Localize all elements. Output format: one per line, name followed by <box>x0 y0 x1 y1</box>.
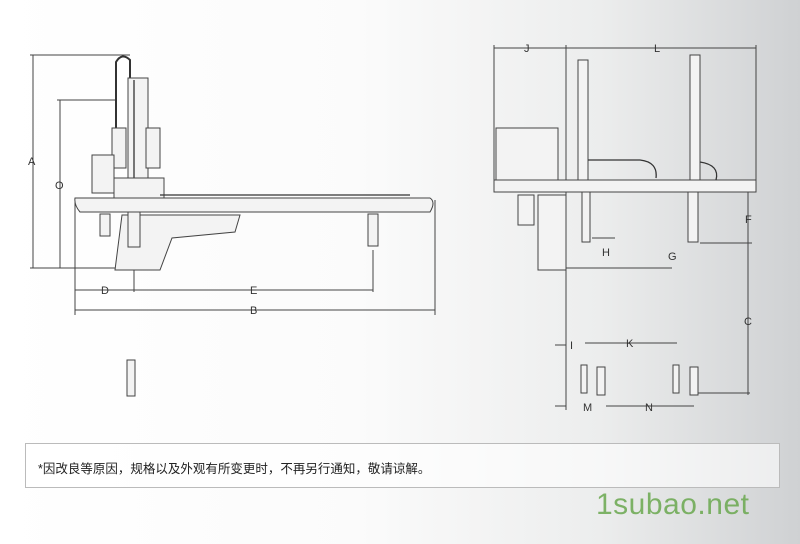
dimension-label-f: F <box>745 214 752 226</box>
dimension-label-o: O <box>55 180 64 192</box>
dimension-label-j: J <box>524 43 530 55</box>
disclaimer-note-text: *因改良等原因，规格以及外观有所变更时，不再另行通知，敬请谅解。 <box>38 462 431 476</box>
watermark: 1subao.net <box>596 488 750 521</box>
dimension-label-e: E <box>250 285 257 297</box>
dimension-label-m: M <box>583 402 592 414</box>
dimension-label-h: H <box>602 247 610 259</box>
dimension-label-b: B <box>250 305 257 317</box>
dimension-label-l: L <box>654 43 660 55</box>
dimension-label-k: K <box>626 338 634 350</box>
dimension-label-i: I <box>570 340 573 352</box>
dimension-label-a: A <box>28 156 36 168</box>
dimension-label-d: D <box>101 285 109 297</box>
side-view: A O D E B <box>28 54 436 397</box>
dimension-label-c: C <box>744 316 752 328</box>
dimension-label-n: N <box>645 402 653 414</box>
front-view: J L F H G C I K M N <box>493 43 757 414</box>
disclaimer-note-box: *因改良等原因，规格以及外观有所变更时，不再另行通知，敬请谅解。 <box>25 443 780 488</box>
dimension-label-g: G <box>668 251 677 263</box>
